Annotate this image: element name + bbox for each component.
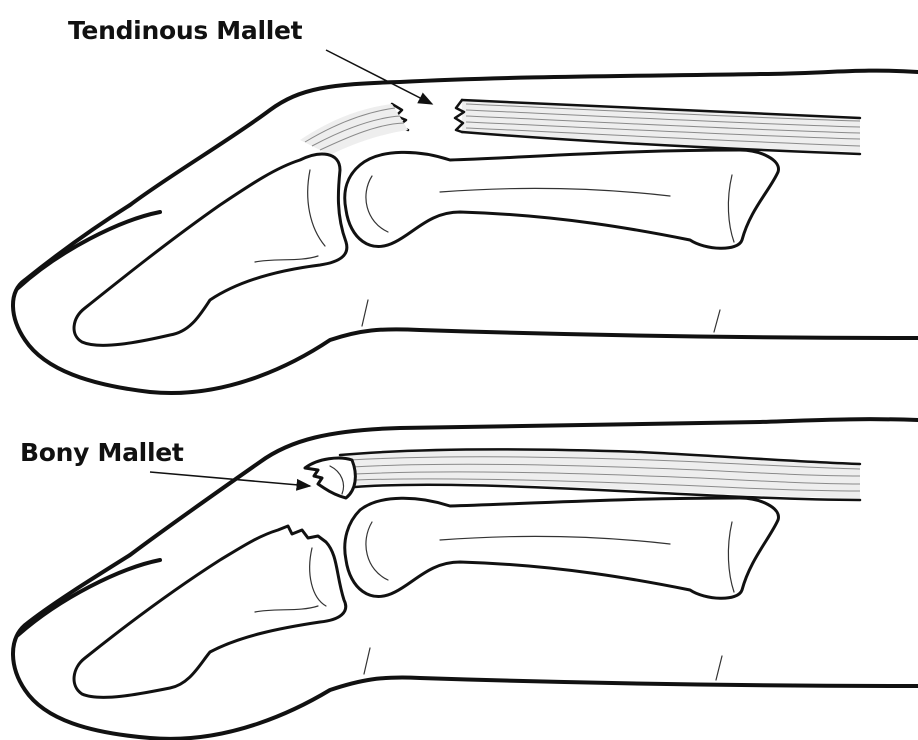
- top-tendon-distal: [300, 104, 408, 155]
- bony-mallet-label: Bony Mallet: [20, 438, 184, 467]
- bottom-finger: [13, 419, 918, 739]
- bottom-distal-phalanx: [74, 526, 346, 697]
- top-middle-phalanx: [345, 150, 779, 248]
- top-crease-2: [714, 310, 720, 332]
- top-arrow: [326, 50, 432, 104]
- bottom-crease-2: [716, 656, 722, 680]
- bottom-middle-phalanx: [345, 498, 779, 598]
- top-finger: [13, 71, 918, 393]
- top-crease-1: [362, 300, 368, 326]
- bottom-crease-1: [364, 648, 370, 674]
- bony-fragment: [305, 458, 355, 498]
- top-distal-phalanx: [74, 154, 347, 345]
- tendinous-mallet-label: Tendinous Mallet: [68, 16, 302, 45]
